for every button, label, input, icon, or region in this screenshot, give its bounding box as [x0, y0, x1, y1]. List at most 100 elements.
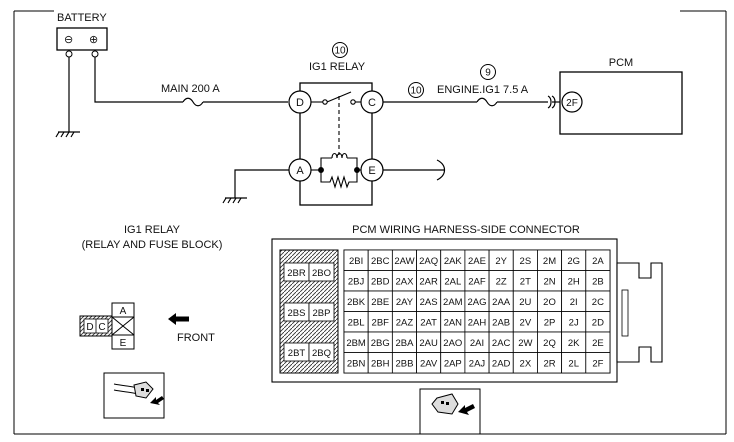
pin-label: 2AW — [394, 256, 414, 267]
pin-label: 2H — [568, 277, 580, 288]
pin-label: 2BE — [371, 297, 389, 308]
pin-label: 2AJ — [469, 359, 486, 370]
pin-label: 2BF — [372, 318, 390, 329]
pin-label: 2C — [592, 297, 604, 308]
pin-label: 2O — [543, 297, 556, 308]
pin-label: 2BR — [287, 268, 306, 279]
pin-label: 2BD — [371, 277, 390, 288]
pcm-terminal-2f: 2F — [566, 98, 578, 109]
pin-label: 2U — [519, 297, 531, 308]
relay-e-wire — [383, 159, 446, 181]
pin-label: 2D — [592, 318, 604, 329]
ig1-relay: 10 IG1 RELAY — [288, 42, 384, 206]
relay-location-icon — [103, 372, 165, 419]
connector-left-block: 2BR 2BO 2BS 2BP 2BT 2BQ — [283, 262, 335, 362]
relay-view-subtitle: (RELAY AND FUSE BLOCK) — [82, 239, 223, 251]
connector-location-icon — [419, 388, 481, 435]
pin-label: 2AB — [492, 318, 510, 329]
pin-label: 2AF — [468, 277, 486, 288]
pin-label: 2R — [543, 359, 555, 370]
main-wire — [94, 57, 288, 107]
pin-label: 2AG — [467, 297, 486, 308]
engine-fuse-label: ENGINE.IG1 7.5 A — [437, 84, 529, 96]
pin-label: 2M — [543, 256, 556, 267]
relay-view-terminal-d: D — [86, 322, 93, 333]
battery-positive-icon: ⊕ — [89, 34, 98, 46]
pin-label: 2AR — [419, 277, 438, 288]
pin-label: 2BI — [349, 256, 363, 267]
pin-label: 2S — [520, 256, 532, 267]
relay-view-terminal-e: E — [120, 338, 127, 349]
relay-view-terminal-a: A — [120, 306, 127, 317]
pin-label: 2AX — [395, 277, 414, 288]
pin-cell — [308, 302, 335, 322]
pin-label: 2Q — [543, 338, 556, 349]
pin-label: 2BO — [312, 268, 331, 279]
pin-label: 2Z — [496, 277, 507, 288]
pin-cell — [308, 342, 335, 362]
pin-label: 2BH — [371, 359, 390, 370]
pin-label: 2AI — [470, 338, 484, 349]
pin-label: 2AP — [444, 359, 462, 370]
pin-label: 2BL — [348, 318, 365, 329]
pin-label: 2AE — [468, 256, 486, 267]
battery: BATTERY ⊖ ⊕ — [56, 12, 108, 58]
pin-label: 2BK — [347, 297, 366, 308]
pin-label: 2V — [520, 318, 532, 329]
battery-label: BATTERY — [57, 12, 107, 24]
pin-label: 2AZ — [396, 318, 414, 329]
pin-label: 2L — [568, 359, 579, 370]
pin-label: 2Y — [495, 256, 507, 267]
pin-label: 2AQ — [419, 256, 438, 267]
pcm-label: PCM — [609, 57, 633, 69]
pin-label: 2AV — [420, 359, 438, 370]
pin-label: 2A — [592, 256, 604, 267]
main-fuse-label: MAIN 200 A — [161, 83, 220, 95]
connector-title: PCM WIRING HARNESS-SIDE CONNECTOR — [352, 224, 580, 236]
relay-terminal-a: A — [296, 165, 304, 177]
pin-label: 2J — [569, 318, 579, 329]
pin-label: 2BS — [288, 308, 306, 319]
pin-label: 2X — [520, 359, 532, 370]
relay-label: IG1 RELAY — [309, 61, 366, 73]
front-arrow-icon — [168, 313, 189, 325]
battery-negative-icon: ⊖ — [64, 34, 73, 46]
relay-ref-number: 10 — [334, 46, 346, 57]
pin-label: 2BB — [395, 359, 413, 370]
pin-label: 2AN — [444, 318, 463, 329]
front-label: FRONT — [177, 332, 215, 344]
pin-label: 2F — [592, 359, 603, 370]
pin-label: 2B — [592, 277, 604, 288]
pin-label: 2AT — [420, 318, 437, 329]
pin-label: 2N — [543, 277, 555, 288]
pin-label: 2P — [544, 318, 556, 329]
pin-label: 2AO — [443, 338, 462, 349]
fuse-ref-number: 9 — [485, 68, 491, 79]
relay-terminal-e: E — [368, 165, 375, 177]
wire-ref-number: 10 — [410, 86, 422, 97]
pin-label: 2AH — [468, 318, 487, 329]
pin-label: 2BJ — [348, 277, 365, 288]
pin-label: 2BM — [346, 338, 366, 349]
pin-label: 2BC — [371, 256, 390, 267]
pin-label: 2I — [570, 297, 578, 308]
relay-terminal-d: D — [296, 97, 304, 109]
pin-label: 2BA — [395, 338, 414, 349]
page-frame — [13, 10, 727, 435]
pin-label: 2E — [592, 338, 604, 349]
pin-label: 2K — [568, 338, 580, 349]
pin-label: 2BQ — [312, 348, 331, 359]
pin-label: 2AY — [396, 297, 414, 308]
pcm-box: PCM 2F — [559, 57, 683, 135]
pin-label: 2T — [520, 277, 531, 288]
relay-view: IG1 RELAY (RELAY AND FUSE BLOCK) D C A E… — [79, 224, 223, 350]
pin-label: 2BT — [288, 348, 306, 359]
pin-cell — [308, 262, 335, 282]
pin-cell — [585, 352, 611, 374]
pin-label: 2W — [518, 338, 532, 349]
pin-label: 2BP — [313, 308, 331, 319]
pin-label: 2G — [567, 256, 580, 267]
